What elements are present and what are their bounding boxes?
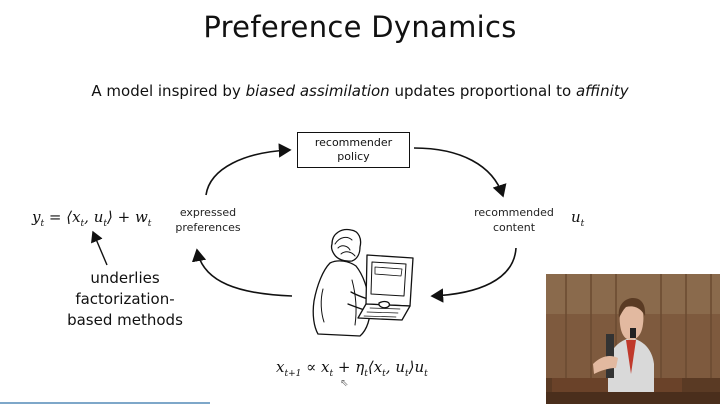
arrow-policy-to-content [414,148,503,196]
underlies-line3: based methods [60,310,190,331]
update-equation: xt+1 ∝ xt + ηt⟨xt, ut⟩ut [276,358,428,379]
arrow-preferences-to-policy [206,150,290,195]
policy-label-line1: recommender [298,136,409,150]
recommended-item-variable: ut [571,208,584,229]
underlies-line1: underlies [60,268,190,289]
expressed-line2: preferences [168,220,248,235]
expressed-preferences-label: expressed preferences [168,205,248,235]
underlies-annotation: underlies factorization- based methods [60,268,190,331]
policy-label-line2: policy [298,150,409,164]
arrow-user-to-preferences [197,250,292,296]
recommended-line1: recommended [467,205,561,220]
underlies-line2: factorization- [60,289,190,310]
mouse-cursor-icon: ⇖ [340,378,348,389]
arrow-content-to-user [432,248,516,296]
recommended-content-label: recommended content [467,205,561,235]
recommender-policy-box: recommender policy [297,132,410,168]
expressed-line1: expressed [168,205,248,220]
observation-equation: yt = ⟨xt, ut⟩ + wt [32,208,151,229]
speaker-video-thumbnail [546,274,720,404]
person-at-laptop-icon [313,230,413,336]
recommended-line2: content [467,220,561,235]
arrow-underlies-to-equation [93,232,107,265]
